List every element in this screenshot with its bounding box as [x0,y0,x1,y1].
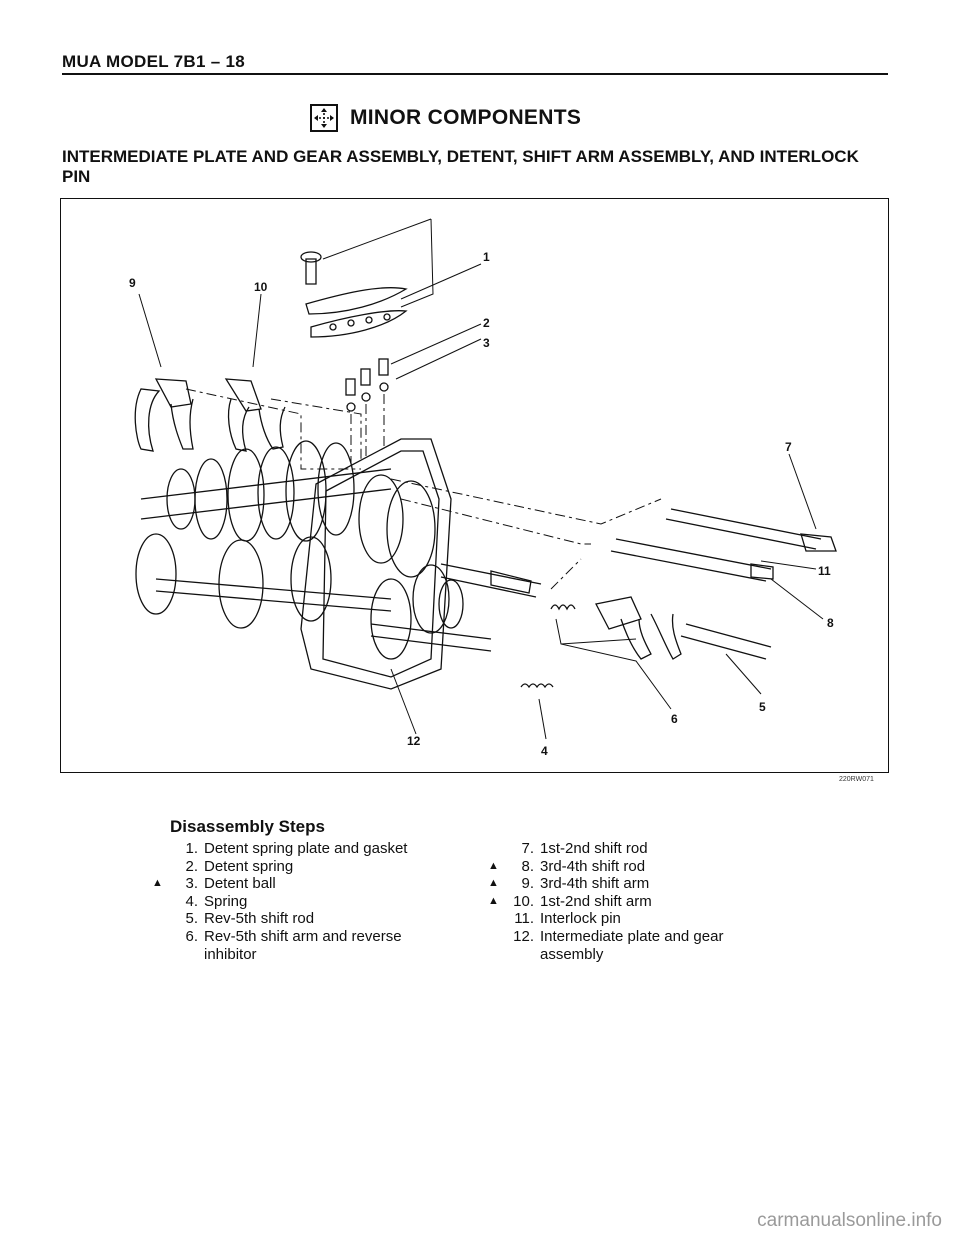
header-rule [62,73,888,75]
list-item: assembly [540,945,604,963]
page-subtitle: INTERMEDIATE PLATE AND GEAR ASSEMBLY, DE… [62,147,859,186]
list-item: ▲8.3rd-4th shift rod [488,857,646,875]
callout-10: 10 [254,280,268,294]
steps-list-right: 7.1st-2nd shift rod ▲8.3rd-4th shift rod… [488,840,808,963]
callout-11: 11 [818,564,831,578]
steps-list-left: 1.Detent spring plate and gasket 2.Deten… [152,840,472,963]
callout-9: 9 [129,276,136,290]
list-item: 5.Rev-5th shift rod [185,910,315,928]
callout-5: 5 [759,700,766,714]
callout-3: 3 [483,336,490,350]
callout-8: 8 [827,616,834,630]
site-watermark: carmanualsonline.info [757,1210,942,1231]
list-item: 2.Detent spring [185,857,294,875]
callout-4: 4 [541,744,548,758]
disassembly-arrows-icon [310,104,338,132]
section-title: MINOR COMPONENTS [350,106,582,129]
page-header-title: MUA MODEL 7B1 – 18 [62,52,246,71]
list-item: 4.Spring [185,892,248,910]
list-item: inhibitor [204,945,257,963]
callout-7: 7 [785,440,792,454]
section-heading: MINOR COMPONENTS [310,104,581,132]
list-item: 6.Rev-5th shift arm and reverse [185,927,402,945]
list-item: 11.Interlock pin [514,910,621,928]
callout-2: 2 [483,316,490,330]
list-item: ▲3.Detent ball [152,875,276,893]
callout-12: 12 [407,734,421,748]
list-item: 12.Intermediate plate and gear [513,927,724,945]
callout-6: 6 [671,712,678,726]
list-item: 7.1st-2nd shift rod [521,840,648,857]
exploded-view-drawing: 9 10 1 2 3 7 11 8 5 6 4 12 [129,218,837,758]
list-item: ▲10.1st-2nd shift arm [488,892,652,910]
callout-1: 1 [483,250,490,264]
exploded-view-figure: 9 10 1 2 3 7 11 8 5 6 4 12 [60,198,889,773]
list-item: 1.Detent spring plate and gasket [185,840,408,857]
steps-title: Disassembly Steps [170,817,325,836]
figure-reference: 220RW071 [839,776,874,783]
list-item: ▲9.3rd-4th shift arm [488,875,650,893]
